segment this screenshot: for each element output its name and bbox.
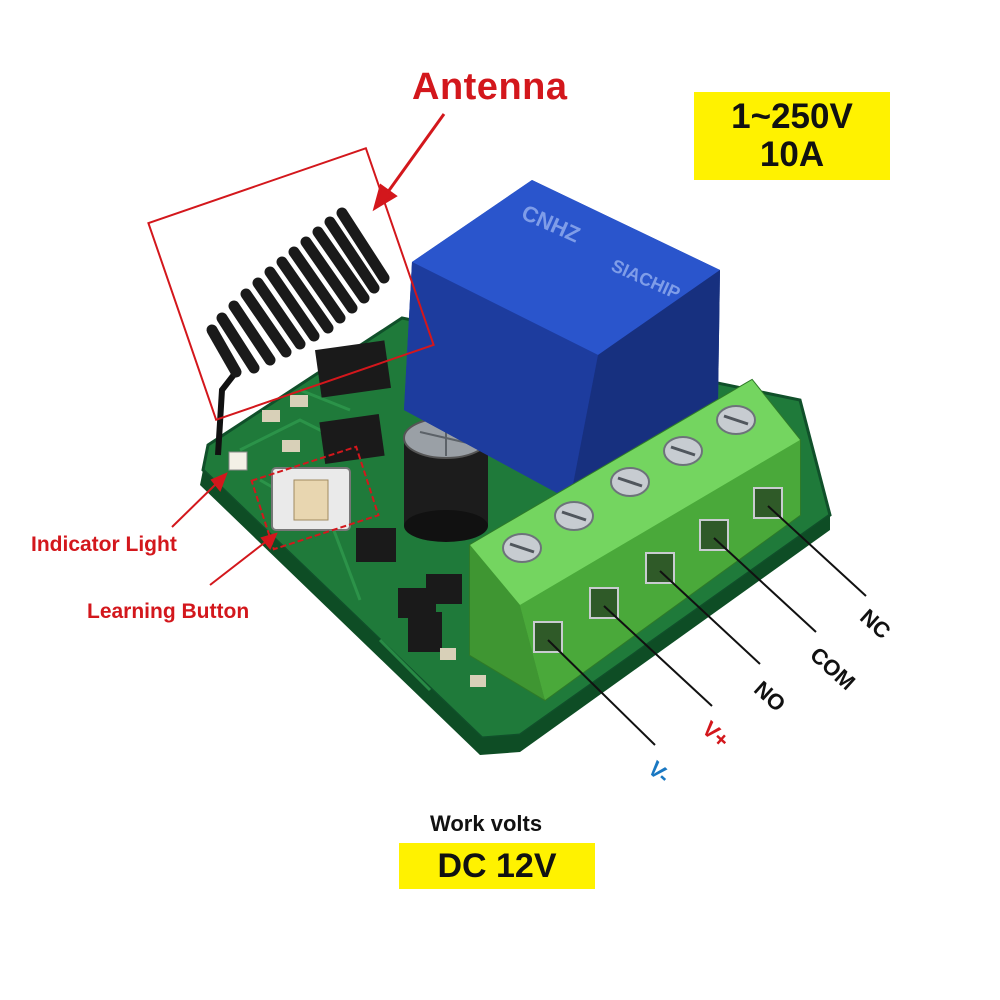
antenna-coil [147, 146, 435, 456]
learning-button-label: Learning Button [87, 600, 250, 623]
terminal-leader-lines [547, 505, 867, 746]
work-volts-value: DC 12V [399, 843, 595, 889]
indicator-light-label: Indicator Light [31, 533, 177, 556]
smd-components [262, 340, 486, 687]
current-rating: 10A [759, 135, 825, 174]
indicator-light-arrow [171, 472, 228, 528]
antenna-arrow [372, 113, 446, 212]
voltage-rating: 1~250V [731, 97, 853, 136]
rating-badge: 1~250V 10A [694, 92, 890, 180]
relay: CNHZ SIACHIP [404, 180, 720, 500]
button-highlight-box [250, 445, 380, 551]
work-volts-label: Work volts [430, 811, 543, 836]
learning-push-button [271, 467, 351, 531]
antenna-label: Antenna [412, 66, 568, 108]
terminal-block [469, 378, 801, 702]
learning-button-arrow [209, 532, 278, 586]
indicator-led [228, 451, 248, 471]
